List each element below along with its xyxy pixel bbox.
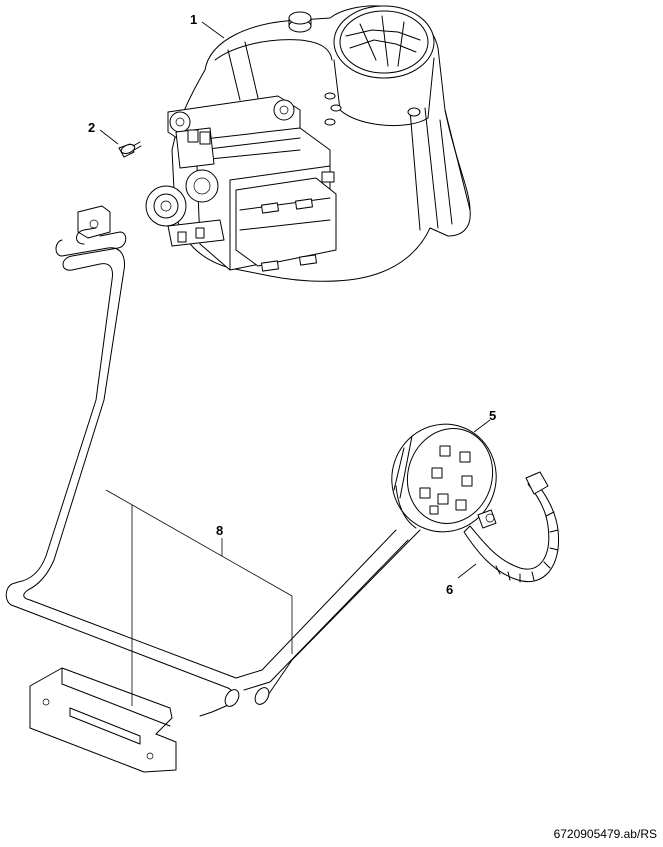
callout-2: 2 <box>88 120 95 135</box>
leader-line-5 <box>473 419 491 433</box>
callout-6: 6 <box>446 582 453 597</box>
callout-8: 8 <box>216 523 223 538</box>
fan-blower-assembly <box>145 5 471 282</box>
pressure-switch <box>391 423 497 533</box>
retaining-clip <box>463 471 560 583</box>
callout-5: 5 <box>489 408 496 423</box>
leader-line-2 <box>99 129 119 145</box>
drawing-reference-number: 6720905479.ab/RS <box>553 827 657 841</box>
screw <box>118 141 142 158</box>
callout-1: 1 <box>190 12 197 27</box>
leader-line-1 <box>201 21 225 39</box>
leader-line-6 <box>457 563 477 579</box>
leader-lines-8 <box>105 489 293 706</box>
tube-assembly <box>5 205 421 773</box>
